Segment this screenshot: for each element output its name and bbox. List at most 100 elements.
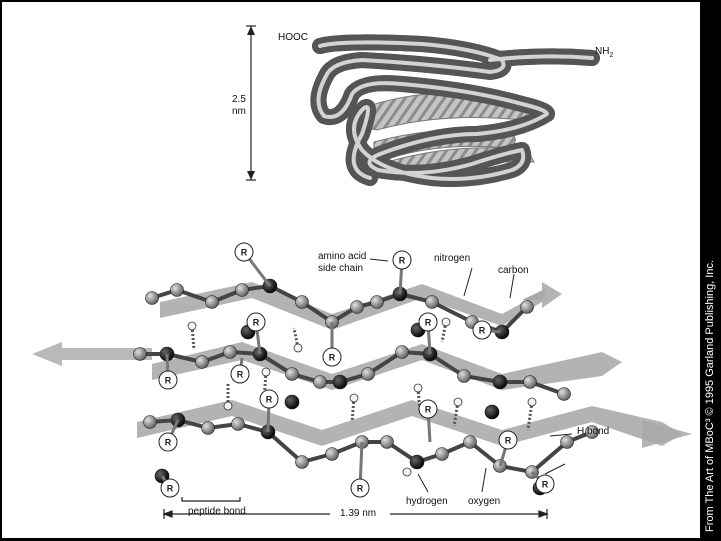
nitrogen-atom-1-7 (332, 374, 348, 390)
hydrogen-atom-6 (453, 397, 463, 407)
carbon-atom-2-3 (231, 417, 245, 431)
carbon-atom-1-11 (457, 369, 471, 383)
r-group-label-2: R (165, 376, 172, 386)
r-group-label-8: R (399, 256, 406, 266)
carbon-atom-1-14 (557, 387, 571, 401)
r-group-circle-2 (158, 370, 178, 390)
carbon-atom-0-13 (520, 300, 534, 314)
carbon-atom-0-2 (205, 295, 219, 309)
h-bond-7 (526, 401, 534, 431)
hydrogen-atom-3 (413, 383, 423, 393)
carbon-atom-2-5 (295, 455, 309, 469)
label-side-chain: side chain (318, 263, 364, 274)
carbon-atom-1-6 (313, 375, 327, 389)
carbon-atom-2-2 (201, 421, 215, 435)
strand-band-middle (152, 342, 622, 390)
r-group-circle-0 (234, 242, 254, 262)
r-group-label-0: R (241, 248, 248, 258)
bond-2-4 (266, 430, 304, 464)
r-group-circle-1 (246, 312, 266, 332)
carbon-atom-2-15 (585, 425, 599, 439)
r-group-circle-5 (160, 478, 180, 498)
hydrogen-atom-4 (441, 317, 451, 327)
carbon-atom-2-11 (463, 435, 477, 449)
label-hydrogen: hydrogen (406, 496, 448, 507)
r-group-circle-3 (158, 432, 178, 452)
r-group-circle-10 (472, 320, 492, 340)
hydrogen-atom-0 (187, 321, 197, 331)
r-group-circle-8 (392, 250, 412, 270)
carbon-atom-2-6 (325, 447, 339, 461)
scale-value-2-5: 2.5 (232, 94, 246, 105)
copyright-credit: From The Art of MBoC³ © 1995 Garland Pub… (702, 2, 720, 538)
bond-0-10 (431, 300, 473, 324)
label-nitrogen: nitrogen (434, 253, 471, 264)
r-group-label-11: R (425, 405, 432, 415)
r-group-label-6: R (266, 395, 273, 405)
label-leader-lines (369, 258, 573, 493)
r-group-label-5: R (167, 484, 174, 494)
r-group-label-12: R (505, 436, 512, 446)
label-nh2-subscript: 2 (609, 52, 614, 59)
carbon-atom-2-10 (435, 447, 449, 461)
carbon-atom-1-0 (133, 347, 147, 361)
nitrogen-atom-2-9 (409, 454, 425, 470)
r-group-label-13: R (357, 484, 364, 494)
r-group-circle-7 (322, 347, 342, 367)
carbon-atom-1-2 (195, 355, 209, 369)
h-bond-4 (440, 321, 448, 343)
r-group-label-3: R (165, 438, 172, 448)
r-group-circle-6 (259, 389, 279, 409)
r-group-label-7: R (329, 353, 336, 363)
hydrogen-atom-5 (349, 393, 359, 403)
hydrogen-atom-7 (527, 397, 537, 407)
scale-bar-1-39nm (162, 509, 549, 519)
r-group-label-4: R (237, 370, 244, 380)
r-group-label-9: R (425, 318, 432, 328)
carbon-atom-0-1 (170, 283, 184, 297)
oxygen-atom-1 (284, 394, 300, 410)
carbon-atom-0-10 (425, 295, 439, 309)
carbon-atom-0-7 (350, 300, 364, 314)
r-group-circle-13 (350, 478, 370, 498)
carbon-atom-1-3 (223, 345, 237, 359)
label-carbon: carbon (498, 265, 529, 276)
h-bond-1 (262, 371, 268, 401)
scale-bar-2-5nm (246, 25, 256, 181)
strand-arrowhead-left (32, 342, 152, 366)
carbon-atom-0-3 (235, 283, 249, 297)
label-nh2: NH2 (595, 46, 613, 61)
r-group-label-10: R (479, 326, 486, 336)
carbon-atom-0-0 (145, 291, 159, 305)
r-group-circle-9 (418, 312, 438, 332)
oxygen-atom-3 (484, 404, 500, 420)
r-group-label-14: R (542, 480, 549, 490)
carbon-atom-2-14 (560, 435, 574, 449)
bond-2-13 (530, 440, 569, 474)
nitrogen-atom-1-12 (492, 374, 508, 390)
protein-backbone-tube (318, 42, 600, 179)
label-h-bond: H bond (577, 426, 610, 437)
carbon-atom-1-8 (361, 367, 375, 381)
label-amino-acid: amino acid (318, 251, 367, 262)
r-group-circle-11 (418, 399, 438, 419)
scale-unit-nm: nm (232, 106, 246, 117)
hydrogen-atom-1 (261, 367, 271, 377)
carbon-atom-1-5 (285, 367, 299, 381)
label-peptide-bond: peptide bond (188, 506, 246, 517)
carbon-atom-2-8 (380, 435, 394, 449)
scale-value-1-39nm: 1.39 nm (340, 508, 377, 519)
r-group-circle-14 (535, 474, 555, 494)
credit-text: From The Art of MBoC³ © 1995 Garland Pub… (704, 259, 716, 532)
carbon-atom-1-13 (523, 375, 537, 389)
carbon-atom-1-9 (395, 345, 409, 359)
strand-arrowhead-top-right (522, 288, 547, 300)
carbon-atom-0-5 (295, 295, 309, 309)
r-group-circle-12 (498, 430, 518, 450)
h-bond-2 (292, 327, 300, 349)
hydrogen-atom-2 (293, 343, 303, 353)
